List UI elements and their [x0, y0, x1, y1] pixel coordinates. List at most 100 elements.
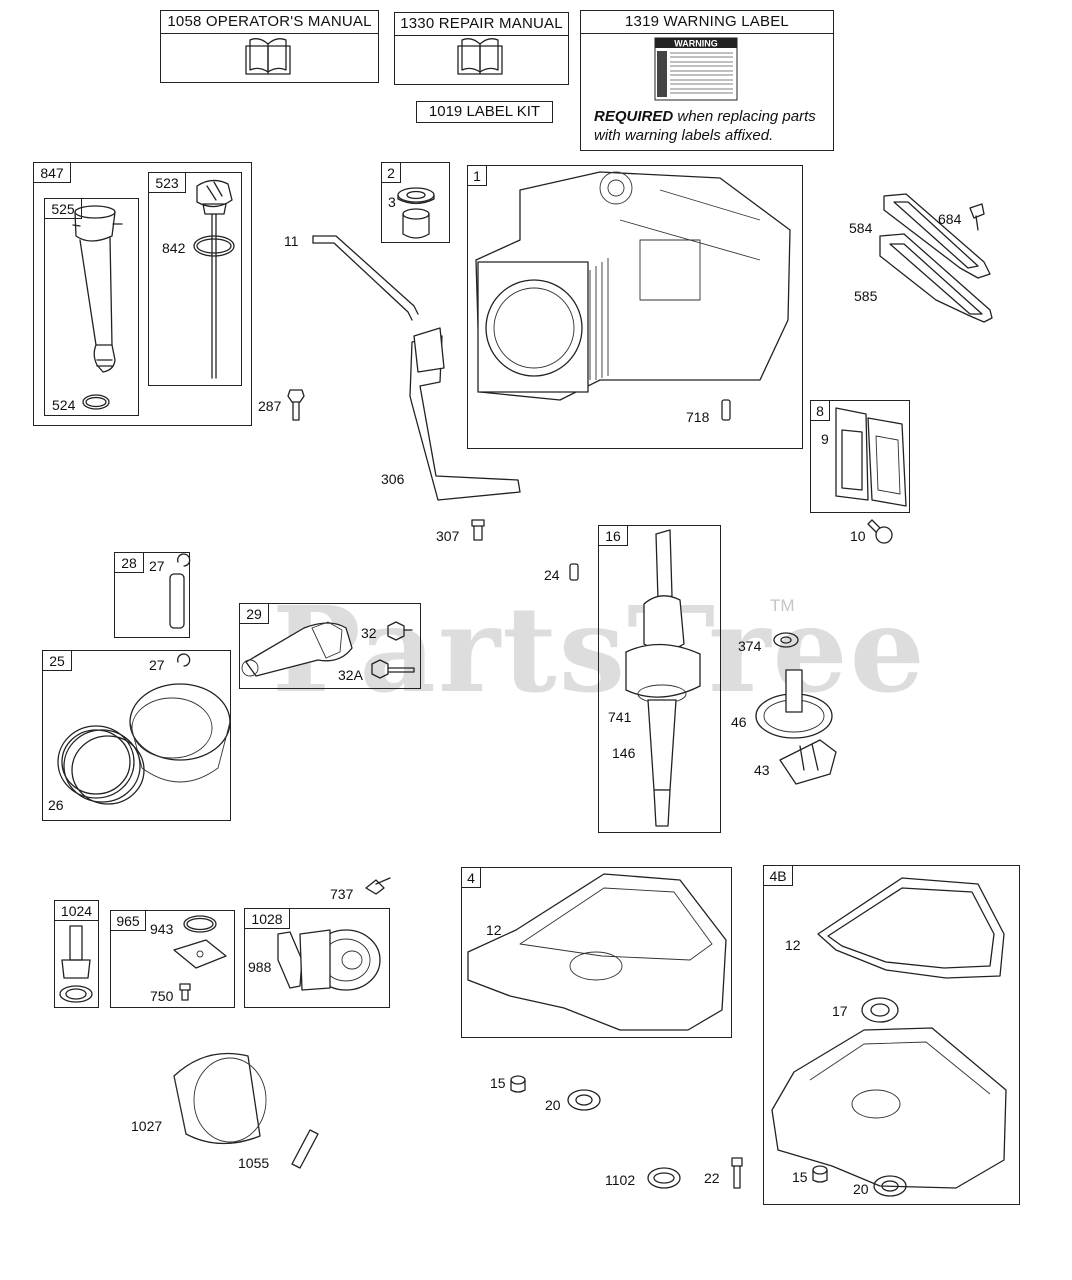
oil-filter-icon: [173, 1052, 267, 1145]
sump-4-icon: [467, 873, 727, 1031]
piston-icon: [129, 683, 231, 783]
part-label-585[interactable]: 585: [854, 288, 878, 304]
warning-required-note: REQUIRED when replacing parts with warni…: [594, 107, 830, 145]
seal-3-icon: [397, 187, 435, 205]
part-label-32[interactable]: 32: [361, 625, 377, 641]
callout-16[interactable]: 16: [598, 525, 628, 546]
callout-1028[interactable]: 1028: [244, 908, 290, 929]
part-label-27a[interactable]: 27: [149, 558, 165, 574]
required-text: REQUIRED: [594, 108, 674, 125]
callout-28[interactable]: 28: [114, 552, 144, 573]
part-label-43[interactable]: 43: [754, 762, 770, 778]
screw-10-icon: [867, 519, 893, 544]
part-label-27b[interactable]: 27: [149, 657, 165, 673]
part-label-842[interactable]: 842: [162, 240, 186, 256]
group-box-1: [467, 165, 803, 449]
breather-tube-11-icon: [312, 235, 419, 321]
part-label-1055[interactable]: 1055: [238, 1155, 270, 1171]
part-label-146[interactable]: 146: [612, 745, 636, 761]
watermark-trademark: TM: [770, 596, 795, 615]
warning-label-title: 1319 WARNING LABEL: [581, 11, 833, 34]
part-label-943[interactable]: 943: [150, 921, 174, 937]
bracket-306-icon: [409, 327, 521, 501]
connecting-rod-icon: [241, 621, 353, 677]
callout-2[interactable]: 2: [381, 162, 401, 183]
book-icon-repair: [457, 38, 503, 75]
part-label-988[interactable]: 988: [248, 959, 272, 975]
bolt-32-icon: [387, 621, 413, 641]
part-label-12a[interactable]: 12: [486, 922, 502, 938]
callout-965[interactable]: 965: [110, 910, 146, 931]
callout-4[interactable]: 4: [461, 867, 481, 888]
callout-847[interactable]: 847: [33, 162, 71, 183]
callout-25[interactable]: 25: [42, 650, 72, 671]
part-label-584[interactable]: 584: [849, 220, 873, 236]
operators-manual-title: 1058 OPERATOR'S MANUAL: [161, 11, 378, 34]
callout-29[interactable]: 29: [239, 603, 269, 624]
part-label-287[interactable]: 287: [258, 398, 282, 414]
group-box-28: [114, 552, 190, 638]
required-line2: with warning labels affixed.: [594, 127, 774, 144]
repair-manual-title: 1330 REPAIR MANUAL: [395, 13, 568, 36]
group-box-16: [598, 525, 721, 833]
part-label-15b[interactable]: 15: [792, 1169, 808, 1185]
part-label-374[interactable]: 374: [738, 638, 762, 654]
part-label-32a[interactable]: 32A: [338, 667, 363, 683]
callout-4b[interactable]: 4B: [763, 865, 793, 886]
part-label-17[interactable]: 17: [832, 1003, 848, 1019]
group-box-2: [381, 162, 450, 243]
group-box-523: [148, 172, 242, 386]
callout-523[interactable]: 523: [148, 172, 186, 193]
part-label-10[interactable]: 10: [850, 528, 866, 544]
part-label-741[interactable]: 741: [608, 709, 632, 725]
valve-cover-8-icon: [867, 417, 907, 507]
part-label-15a[interactable]: 15: [490, 1075, 506, 1091]
callout-1024[interactable]: 1024: [54, 900, 99, 921]
gasket-9-icon: [835, 407, 869, 501]
part-label-46[interactable]: 46: [731, 714, 747, 730]
warning-label-box[interactable]: 1319 WARNING LABEL REQUIRED when replaci…: [580, 10, 834, 151]
part-label-307[interactable]: 307: [436, 528, 460, 544]
part-label-750[interactable]: 750: [150, 988, 174, 1004]
dipstick-tube-icon: [72, 205, 123, 373]
part-label-20a[interactable]: 20: [545, 1097, 561, 1113]
part-label-1102[interactable]: 1102: [605, 1172, 636, 1188]
crankshaft-icon: [625, 529, 701, 827]
part-label-26[interactable]: 26: [48, 797, 64, 813]
part-label-22[interactable]: 22: [704, 1170, 720, 1186]
group-box-29: [239, 603, 421, 689]
part-label-718[interactable]: 718: [686, 409, 710, 425]
part-label-24[interactable]: 24: [544, 567, 560, 583]
o-ring-524-icon: [82, 394, 110, 410]
screw-750-icon: [179, 983, 191, 1001]
callout-525[interactable]: 525: [44, 198, 82, 219]
part-label-11[interactable]: 11: [284, 233, 299, 249]
label-kit-tag[interactable]: 1019 LABEL KIT: [416, 101, 553, 123]
part-label-20b[interactable]: 20: [853, 1181, 869, 1197]
screw-684-icon: [969, 203, 985, 231]
key-24-icon: [569, 563, 579, 581]
dowel-718-icon: [721, 399, 731, 421]
part-label-12b[interactable]: 12: [785, 937, 801, 953]
gasket-584-icon: [883, 193, 991, 279]
repair-manual-box[interactable]: 1330 REPAIR MANUAL: [394, 12, 569, 85]
group-box-25: [42, 650, 231, 821]
part-label-737[interactable]: 737: [330, 886, 354, 902]
group-box-4b: [763, 865, 1020, 1205]
part-label-684[interactable]: 684: [938, 211, 962, 227]
part-label-306[interactable]: 306: [381, 471, 405, 487]
part-label-3[interactable]: 3: [388, 194, 396, 210]
dipstick-icon: [193, 179, 235, 379]
cam-gear-icon: [755, 669, 833, 739]
operators-manual-box[interactable]: 1058 OPERATOR'S MANUAL: [160, 10, 379, 83]
book-icon-operators: [245, 38, 291, 75]
warning-decal-title: WARNING: [674, 39, 718, 49]
part-label-524[interactable]: 524: [52, 397, 76, 413]
gasket-585-icon: [879, 233, 993, 323]
callout-8[interactable]: 8: [810, 400, 830, 421]
callout-1[interactable]: 1: [467, 165, 487, 186]
part-label-9[interactable]: 9: [821, 431, 829, 447]
part-label-1027[interactable]: 1027: [131, 1118, 163, 1134]
screw-307-icon: [471, 519, 485, 541]
